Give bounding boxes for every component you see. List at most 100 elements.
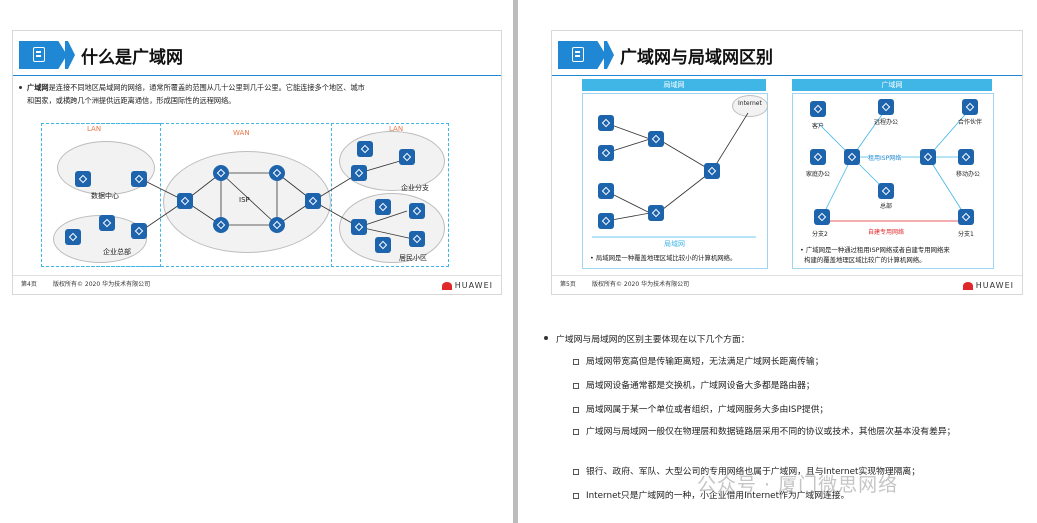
- router-icon: [844, 149, 860, 165]
- building-icon: [357, 141, 373, 157]
- slide-wan-vs-lan: 广域网与局域网区别 局域网 广域网 Internet: [551, 30, 1023, 295]
- square-bullet-icon: [573, 407, 579, 413]
- home-office-label: 家庭办公: [806, 171, 831, 178]
- huawei-petal-icon: [441, 281, 452, 290]
- square-bullet-icon: [573, 429, 579, 435]
- document-icon: [558, 41, 606, 69]
- home-icon: [375, 237, 391, 253]
- user-icon: [409, 203, 425, 219]
- switch-icon: [351, 165, 367, 181]
- watermark: 公众号 · 厦门微思网络: [697, 474, 899, 496]
- firewall-icon: [351, 219, 367, 235]
- users-icon: [598, 183, 614, 199]
- hq-label: 总部: [880, 203, 893, 210]
- definition-line-1: 是连接不同地区局域网的网络，通常所覆盖的范围从几十公里到几千公里。它能连接多个地…: [48, 83, 365, 92]
- square-bullet-icon: [573, 383, 579, 389]
- square-bullet-icon: [573, 493, 579, 499]
- diagram-links: [140, 158, 414, 240]
- users-icon: [598, 115, 614, 131]
- chevron-icon: [65, 41, 75, 69]
- lan-caption: 局域网: [664, 240, 685, 248]
- router-icon: [213, 165, 229, 181]
- router-icon: [269, 217, 285, 233]
- wan-definition: 广域网是连接不同地区局域网的网络，通常所覆盖的范围从几十公里到几千公里。它能连接…: [19, 81, 477, 107]
- router-icon: [305, 193, 321, 209]
- switch-icon: [131, 171, 147, 187]
- home-office-icon: [810, 149, 826, 165]
- header-rule: [552, 75, 1022, 76]
- router-icon: [920, 149, 936, 165]
- switch-icon: [648, 205, 664, 221]
- copyright: 版权所有© 2020 华为技术有限公司: [53, 281, 151, 288]
- partner-label: 合作伙伴: [958, 119, 983, 126]
- customer-label: 客户: [812, 123, 825, 130]
- document-icon: [19, 41, 67, 69]
- wan-section: [792, 93, 994, 269]
- internet-label: Internet: [738, 100, 762, 107]
- notes-item: 局域网设备通常都是交换机，广域网设备大多都是路由器；: [573, 378, 1016, 394]
- notes-item: 局域网带宽高但是传输距离短，无法满足广域网长距离传输；: [573, 354, 1016, 370]
- wan-note: • 广域网是一种通过租用ISP网络或者自建专用网络来 构建的覆盖地理区域比较广的…: [800, 246, 950, 264]
- router-icon: [704, 163, 720, 179]
- leased-isp-label: 租用ISP网络: [868, 153, 902, 162]
- footer-rule: [552, 275, 1022, 276]
- router-icon: [213, 217, 229, 233]
- branch-icon: [958, 209, 974, 225]
- users-icon: [65, 229, 81, 245]
- customer-icon: [810, 101, 826, 117]
- mobile-office-label: 移动办公: [956, 171, 981, 178]
- lan-section-header: 局域网: [582, 79, 766, 91]
- notes-heading: 广域网与局域网的区别主要体现在以下几个方面：: [544, 332, 750, 345]
- mobile-office-icon: [958, 149, 974, 165]
- data-center-label: 数据中心: [91, 192, 119, 200]
- notes-item: 广域网与局域网一般仅在物理层和数据链路层采用不同的协议或技术，其他层次基本没有差…: [573, 424, 1016, 440]
- square-bullet-icon: [573, 469, 579, 475]
- huawei-petal-icon: [962, 281, 973, 290]
- huawei-logo: HUAWEI: [441, 281, 493, 290]
- remote-office-icon: [878, 99, 894, 115]
- slide-what-is-wan: 什么是广域网 广域网是连接不同地区局域网的网络，通常所覆盖的范围从几十公里到几千…: [12, 30, 502, 295]
- partner-icon: [962, 99, 978, 115]
- wan-section-header: 广域网: [792, 79, 992, 91]
- branch-cloud: [339, 131, 445, 191]
- page-number: 第5页: [560, 281, 576, 288]
- hq-label: 企业总部: [103, 248, 131, 256]
- internet-cloud: [732, 95, 768, 117]
- page-number: 第4页: [21, 281, 37, 288]
- notes-item: 局域网属于某一个单位或者组织，广域网服务大多由ISP提供；: [573, 402, 1016, 418]
- lan-left-label: LAN: [87, 125, 102, 133]
- notes-item: 银行、政府、军队、大型公司的专用网络也属于广域网，且与Internet实现物理隔…: [573, 464, 1016, 480]
- huawei-logo: HUAWEI: [962, 281, 1014, 290]
- building-icon: [375, 199, 391, 215]
- footer-rule: [13, 275, 501, 276]
- router-icon: [269, 165, 285, 181]
- switch-icon: [131, 223, 147, 239]
- server-icon: [99, 215, 115, 231]
- lan-note: • 局域网是一种覆盖地理区域比较小的计算机网络。: [590, 254, 737, 262]
- hq-icon: [878, 183, 894, 199]
- chevron-icon: [604, 41, 614, 69]
- users-icon: [598, 145, 614, 161]
- notes-item: Internet只是广域网的一种，小企业借用Internet作为广域网连接。: [573, 488, 1016, 504]
- slide-title: 什么是广域网: [81, 48, 183, 68]
- bullet-dot: [544, 336, 548, 340]
- branch1-label: 分支1: [958, 231, 974, 238]
- header-rule: [13, 75, 501, 76]
- own-line-label: 自建专用网络: [868, 227, 905, 236]
- page-divider: [513, 0, 518, 523]
- residential-label: 居民小区: [399, 254, 427, 262]
- term-wan: 广域网: [27, 83, 49, 92]
- branch-icon: [814, 209, 830, 225]
- user-icon: [409, 231, 425, 247]
- users-icon: [598, 213, 614, 229]
- isp-label: ISP: [239, 196, 250, 204]
- lan-section: [582, 93, 768, 269]
- remote-office-label: 远程办公: [874, 119, 899, 126]
- lan-left-area: [41, 123, 161, 267]
- square-bullet-icon: [573, 359, 579, 365]
- lan-right-label: LAN: [389, 125, 404, 133]
- wan-label: WAN: [233, 129, 250, 137]
- users-icon: [399, 149, 415, 165]
- definition-line-2: 和国家，或横跨几个洲提供远距离通信，形成国际性的远程网络。: [27, 96, 236, 105]
- copyright: 版权所有© 2020 华为技术有限公司: [592, 281, 690, 288]
